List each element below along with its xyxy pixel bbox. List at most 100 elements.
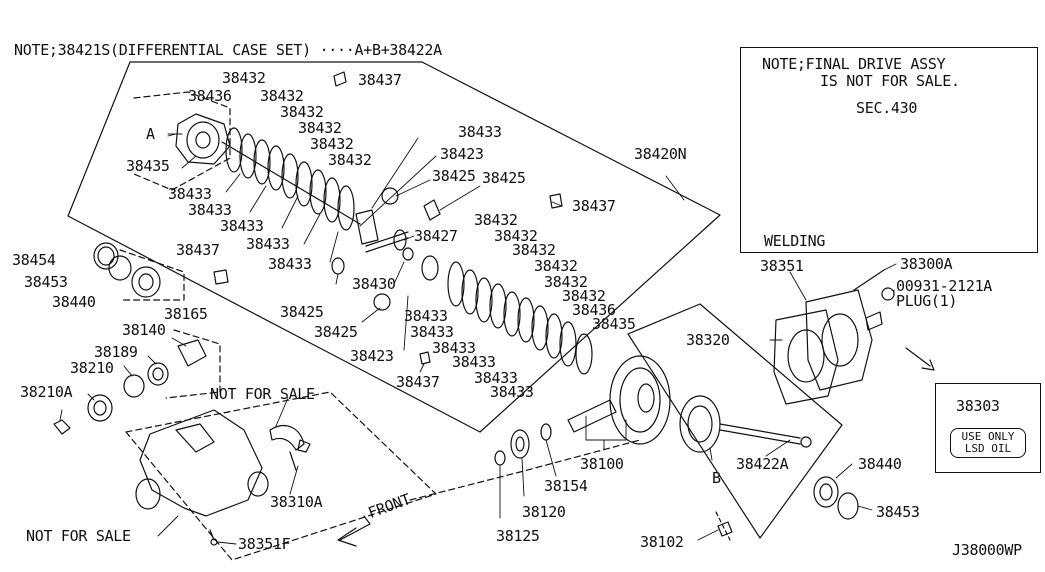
part-38433: 38433 — [490, 383, 534, 401]
part-38435: 38435 — [592, 315, 636, 333]
part-38420n: 38420N — [634, 145, 687, 163]
part-38437: 38437 — [358, 71, 402, 89]
oil-note-line2: LSD OIL — [964, 442, 1012, 455]
part-38436: 38436 — [572, 301, 616, 319]
part-38432: 38432 — [328, 151, 372, 169]
mount-bracket — [269, 425, 311, 471]
clip-38437-left — [213, 269, 229, 285]
case-set-note: NOTE;38421S(DIFFERENTIAL CASE SET) ····A… — [14, 41, 442, 59]
clip-38437-mid — [549, 193, 563, 209]
plug-label: PLUG(1) — [896, 292, 958, 310]
part-38125: 38125 — [496, 527, 540, 545]
left-axle-seals — [93, 242, 161, 298]
part-38432: 38432 — [534, 257, 578, 275]
part-38425: 38425 — [432, 167, 476, 185]
part-38453: 38453 — [876, 503, 920, 521]
part-38303: 38303 — [956, 397, 1000, 415]
part-38433: 38433 — [188, 201, 232, 219]
part-38300a: 38300A — [900, 255, 953, 273]
part-38140: 38140 — [122, 321, 166, 339]
part-38154: 38154 — [544, 477, 588, 495]
rear-cover — [773, 269, 895, 405]
part-38422a: 38422A — [736, 455, 789, 473]
part-38310a: 38310A — [270, 493, 323, 511]
part-38433: 38433 — [452, 353, 496, 371]
sec-430-label: SEC.430 — [856, 99, 918, 117]
left-dash-bracket-2 — [119, 249, 185, 301]
part-38437: 38437 — [176, 241, 220, 259]
clip-38437-top — [333, 71, 347, 87]
part-38210a: 38210A — [20, 383, 73, 401]
clutch-stack-lower — [447, 261, 593, 375]
front-arrow — [337, 515, 371, 547]
clutch-stack-upper — [225, 127, 355, 231]
part-38433: 38433 — [220, 217, 264, 235]
bearing-group-boundary — [627, 303, 843, 539]
right-axle-seals — [813, 476, 859, 520]
part-38440: 38440 — [52, 293, 96, 311]
part-38425: 38425 — [482, 169, 526, 187]
oil-arrow — [905, 347, 935, 371]
part-38432: 38432 — [298, 119, 342, 137]
part-38351: 38351 — [760, 257, 804, 275]
spider-gears — [331, 187, 441, 365]
part-38432: 38432 — [562, 287, 606, 305]
part-38453: 38453 — [24, 273, 68, 291]
part-38120: 38120 — [522, 503, 566, 521]
part-38351f: 38351F — [238, 535, 291, 553]
part-00931-2121a: 00931-2121A — [896, 277, 993, 295]
part-38432: 38432 — [260, 87, 304, 105]
left-dash-bracket — [133, 91, 231, 191]
part-38433: 38433 — [432, 339, 476, 357]
part-38432: 38432 — [222, 69, 266, 87]
not-for-sale-bottom: NOT FOR SALE — [26, 527, 131, 545]
part-38454: 38454 — [12, 251, 56, 269]
pinion-parts-left — [53, 339, 207, 435]
leader-lines — [59, 133, 897, 545]
oil-note-line1: USE ONLY — [961, 430, 1015, 443]
diff-case-assembled — [679, 395, 812, 537]
part-38432: 38432 — [544, 273, 588, 291]
part-38433: 38433 — [404, 307, 448, 325]
part-38433: 38433 — [410, 323, 454, 341]
part-38100: 38100 — [580, 455, 624, 473]
part-38435: 38435 — [126, 157, 170, 175]
diff-carrier-housing — [135, 409, 269, 546]
diff-case-parts — [175, 113, 361, 225]
part-38165: 38165 — [164, 305, 208, 323]
housing-group-boundary — [125, 391, 437, 561]
part-38189: 38189 — [94, 343, 138, 361]
part-38433: 38433 — [474, 369, 518, 387]
part-38433: 38433 — [246, 235, 290, 253]
part-38436: 38436 — [188, 87, 232, 105]
part-38425: 38425 — [280, 303, 324, 321]
part-38102: 38102 — [640, 533, 684, 551]
part-38432: 38432 — [310, 135, 354, 153]
part-38432: 38432 — [280, 103, 324, 121]
part-38423: 38423 — [350, 347, 394, 365]
diff-case-boundary — [67, 61, 721, 433]
drawing-number: J38000WP — [952, 541, 1022, 559]
part-38432: 38432 — [474, 211, 518, 229]
part-38437: 38437 — [572, 197, 616, 215]
final-drive-inset — [740, 47, 1038, 253]
final-drive-note-line2: IS NOT FOR SALE. — [820, 72, 960, 90]
front-dash-line — [409, 439, 641, 501]
bolt-dash-line — [715, 511, 731, 541]
part-38440: 38440 — [858, 455, 902, 473]
lsd-oil-badge: USE ONLY LSD OIL — [950, 428, 1026, 458]
left-dash-bracket-3 — [165, 329, 221, 399]
part-38433: 38433 — [168, 185, 212, 203]
final-drive-note-line1: NOTE;FINAL DRIVE ASSY — [762, 55, 946, 73]
part-38425: 38425 — [314, 323, 358, 341]
part-38433: 38433 — [458, 123, 502, 141]
part-38210: 38210 — [70, 359, 114, 377]
ring-gear-pinion — [494, 355, 671, 466]
part-38430: 38430 — [352, 275, 396, 293]
welding-label: WELDING — [764, 232, 826, 250]
part-38320: 38320 — [686, 331, 730, 349]
part-38437: 38437 — [396, 373, 440, 391]
part-38432: 38432 — [494, 227, 538, 245]
part-38427: 38427 — [414, 227, 458, 245]
